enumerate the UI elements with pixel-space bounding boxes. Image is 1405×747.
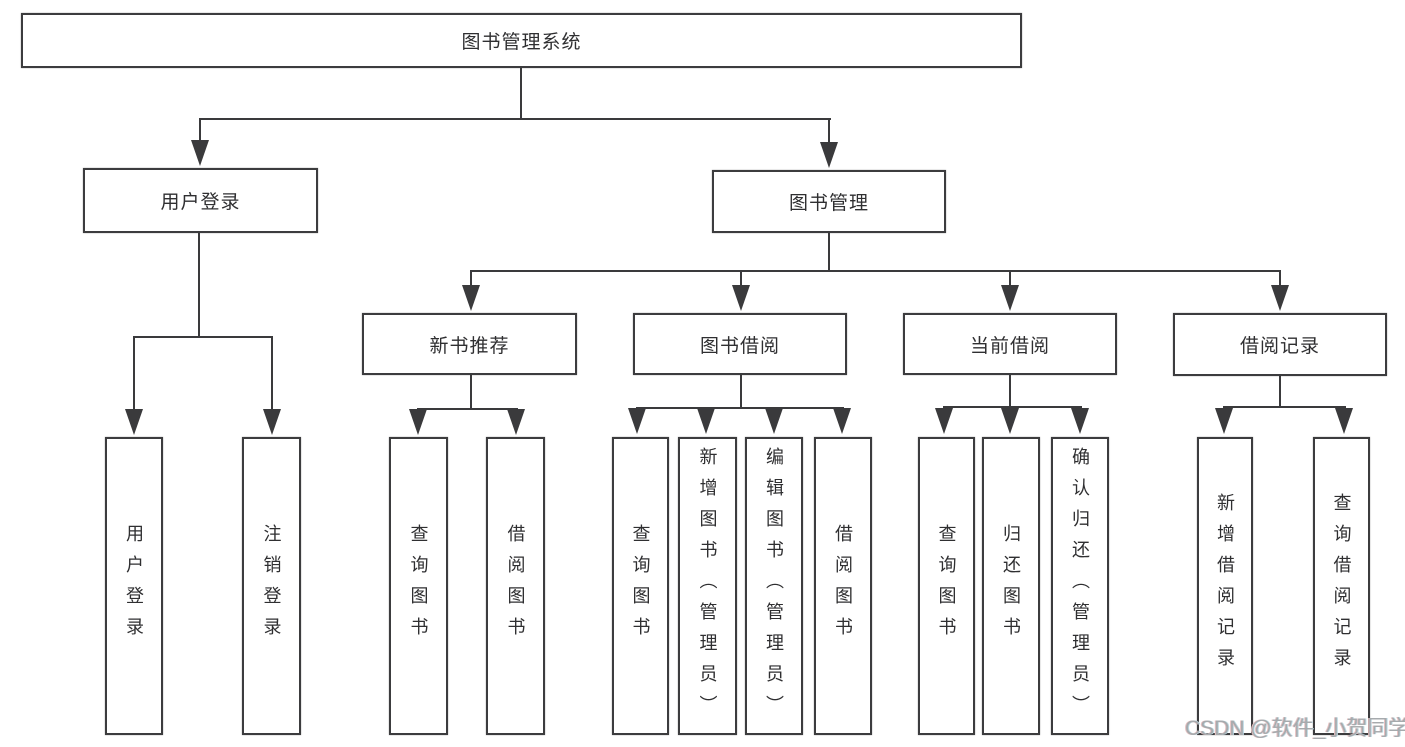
node-book-management-label: 图书管理 — [788, 193, 869, 214]
arrow-down-icon — [1335, 408, 1353, 434]
leaf-cb-query-books-label: 查询图书 — [936, 524, 957, 648]
node-user-login-label: 用户登录 — [160, 192, 241, 213]
arrow-down-icon — [507, 409, 525, 435]
arrow-down-icon — [1071, 408, 1089, 434]
leaf-cb-confirm-return-admin: 确认归还（管理员） — [1051, 437, 1109, 735]
leaf-br-query-record: 查询借阅记录 — [1313, 437, 1370, 735]
leaf-logout: 注销登录 — [242, 437, 301, 735]
connector-vline — [1279, 374, 1281, 408]
leaf-nb-query-books-label: 查询图书 — [408, 524, 429, 648]
arrow-down-icon — [191, 140, 209, 166]
connector-hline — [133, 336, 273, 338]
leaf-cb-query-books: 查询图书 — [918, 437, 975, 735]
watermark: CSDN @软件_小贺同学 — [1185, 717, 1405, 740]
connector-vline — [828, 118, 830, 144]
connector-vline — [133, 336, 135, 410]
connector-vline — [470, 270, 472, 286]
leaf-nb-borrow-books-label: 借阅图书 — [505, 524, 526, 648]
leaf-bb-add-books-admin: 新增图书（管理员） — [678, 437, 737, 735]
node-root: 图书管理系统 — [21, 13, 1022, 68]
node-book-borrow-label: 图书借阅 — [699, 335, 780, 357]
arrow-down-icon — [125, 409, 143, 435]
leaf-bb-query-books: 查询图书 — [612, 437, 669, 735]
arrow-down-icon — [409, 409, 427, 435]
leaf-bb-borrow-books-label: 借阅图书 — [833, 524, 853, 648]
arrow-down-icon — [833, 408, 851, 434]
connector-hline — [1223, 406, 1346, 408]
arrow-down-icon — [1215, 408, 1233, 434]
arrow-down-icon — [935, 408, 953, 434]
leaf-bb-query-books-label: 查询图书 — [630, 524, 651, 648]
arrow-down-icon — [263, 409, 281, 435]
leaf-cb-confirm-return-admin-label: 确认归还（管理员） — [1070, 446, 1090, 726]
connector-vline — [740, 373, 742, 409]
connector-vline — [198, 233, 200, 336]
connector-hline — [943, 406, 1082, 408]
leaf-cb-return-books: 归还图书 — [982, 437, 1040, 735]
leaf-nb-query-books: 查询图书 — [389, 437, 448, 735]
leaf-nb-borrow-books: 借阅图书 — [486, 437, 545, 735]
arrow-down-icon — [1001, 408, 1019, 434]
node-new-book-recommend-label: 新书推荐 — [429, 335, 510, 357]
connector-hline — [636, 407, 844, 409]
arrow-down-icon — [462, 285, 480, 311]
connector-vline — [1009, 373, 1011, 408]
leaf-cb-return-books-label: 归还图书 — [1001, 524, 1021, 648]
leaf-br-add-record: 新增借阅记录 — [1197, 437, 1253, 735]
arrow-down-icon — [628, 408, 646, 434]
node-root-label: 图书管理系统 — [461, 32, 582, 53]
node-user-login: 用户登录 — [83, 168, 318, 233]
leaf-bb-edit-books-admin-label: 编辑图书（管理员） — [764, 446, 784, 726]
arrow-down-icon — [765, 408, 783, 434]
arrow-down-icon — [1271, 285, 1289, 311]
connector-hline — [199, 118, 831, 120]
connector-vline — [520, 66, 522, 118]
leaf-user-login-label: 用户登录 — [124, 524, 144, 648]
connector-vline — [271, 336, 273, 410]
leaf-user-login: 用户登录 — [105, 437, 163, 735]
arrow-down-icon — [697, 408, 715, 434]
leaf-br-query-record-label: 查询借阅记录 — [1331, 493, 1352, 679]
connector-vline — [470, 373, 472, 410]
leaf-bb-borrow-books: 借阅图书 — [814, 437, 872, 735]
node-book-management: 图书管理 — [712, 170, 946, 233]
leaf-logout-label: 注销登录 — [261, 524, 282, 648]
leaf-br-add-record-label: 新增借阅记录 — [1215, 493, 1235, 679]
connector-vline — [199, 118, 201, 142]
arrow-down-icon — [820, 142, 838, 168]
node-book-borrow: 图书借阅 — [633, 313, 847, 375]
connector-vline — [1279, 270, 1281, 286]
node-current-borrow: 当前借阅 — [903, 313, 1117, 375]
connector-hline — [470, 270, 1281, 272]
connector-vline — [740, 270, 742, 286]
connector-vline — [828, 233, 830, 272]
leaf-bb-edit-books-admin: 编辑图书（管理员） — [745, 437, 803, 735]
connector-vline — [1009, 270, 1011, 286]
node-borrow-records: 借阅记录 — [1173, 313, 1387, 376]
node-borrow-records-label: 借阅记录 — [1239, 336, 1320, 357]
arrow-down-icon — [732, 285, 750, 311]
arrow-down-icon — [1001, 285, 1019, 311]
leaf-bb-add-books-admin-label: 新增图书（管理员） — [697, 446, 718, 726]
node-new-book-recommend: 新书推荐 — [362, 313, 577, 375]
node-current-borrow-label: 当前借阅 — [969, 335, 1050, 357]
connector-hline — [417, 408, 518, 410]
